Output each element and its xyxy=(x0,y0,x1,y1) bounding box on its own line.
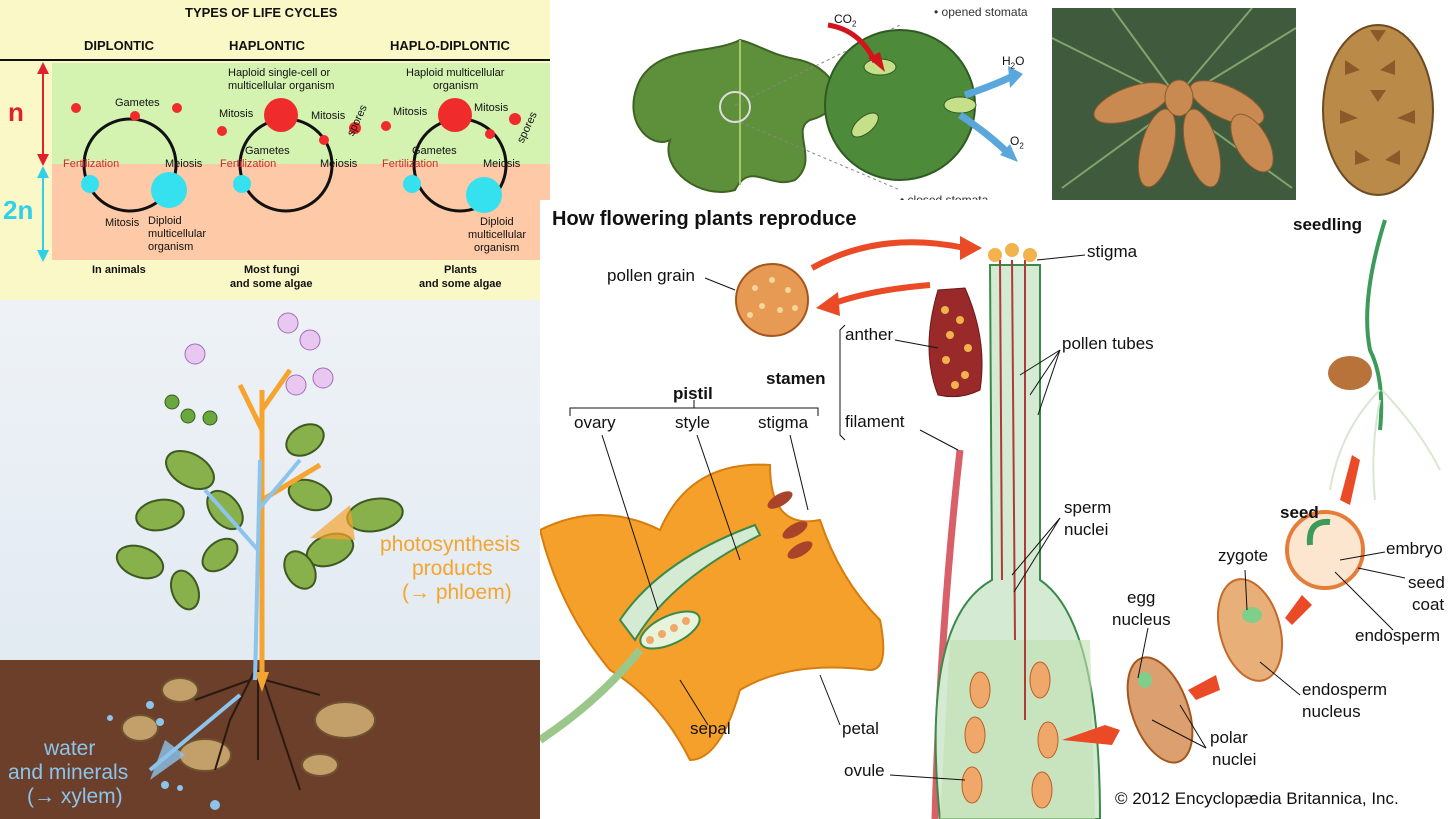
diploid-label-3: organism xyxy=(148,241,194,253)
diploid-label-6: organism xyxy=(474,242,520,254)
twon-label: 2n xyxy=(3,195,34,225)
meiosis-label-2: Meiosis xyxy=(320,158,358,170)
photosynthesis-label-1: photosynthesis xyxy=(380,533,521,556)
n-label: n xyxy=(8,97,24,127)
heading-diplontic: DIPLONTIC xyxy=(84,38,155,53)
water-label-3: (→ xylem) xyxy=(27,785,123,808)
seed-coat-label-1: seed xyxy=(1408,573,1445,592)
diploid-label-4: Diploid xyxy=(480,216,514,228)
photosynthesis-label-2: products xyxy=(412,557,493,580)
pistil-label: pistil xyxy=(673,384,713,403)
leaf-graphic xyxy=(632,22,1023,193)
pollen-grain-label: pollen grain xyxy=(607,266,695,285)
pine-pollen-cones-photo xyxy=(1052,8,1296,204)
flower-graphic xyxy=(540,219,1441,819)
flower-reproduction-diagram: How flowering plants reproduce pollen gr… xyxy=(540,200,1456,819)
heading-haplontic: HAPLONTIC xyxy=(229,38,305,53)
egg-nucleus-label-2: nucleus xyxy=(1112,610,1171,629)
gametes-label: Gametes xyxy=(115,97,160,109)
pine-cones-graphic xyxy=(1052,8,1296,189)
life-cycle-title: TYPES OF LIFE CYCLES xyxy=(185,5,338,20)
seedling-label: seedling xyxy=(1293,215,1362,234)
fertilization-label-3: Fertilization xyxy=(382,158,439,170)
caption-haplo-diplontic-2: and some algae xyxy=(419,278,502,290)
mitosis-label-5: Mitosis xyxy=(474,102,509,114)
ovary-label: ovary xyxy=(574,413,616,432)
filament-label: filament xyxy=(845,412,905,431)
haploid-multi-label-2: organism xyxy=(433,80,479,92)
plant-transport-illustration: photosynthesis products (→ phloem) water… xyxy=(0,300,540,819)
photosynthesis-label-3: (→ phloem) xyxy=(402,581,512,604)
embryo-label: embryo xyxy=(1386,539,1443,558)
copyright-text: © 2012 Encyclopædia Britannica, Inc. xyxy=(1115,789,1399,808)
anther-label: anther xyxy=(845,325,894,344)
petal-label: petal xyxy=(842,719,879,738)
plant-graphic xyxy=(0,312,540,819)
h2o-label: H2O xyxy=(1002,54,1025,71)
mitosis-label-3: Mitosis xyxy=(311,110,346,122)
egg-nucleus-label-1: egg xyxy=(1127,588,1156,607)
caption-haplontic-1: Most fungi xyxy=(244,264,300,276)
mitosis-label: Mitosis xyxy=(105,217,140,229)
meiosis-label-3: Meiosis xyxy=(483,158,521,170)
style-label: style xyxy=(675,413,710,432)
polar-nuclei-label-1: polar xyxy=(1210,728,1248,747)
caption-haplontic-2: and some algae xyxy=(230,278,313,290)
diploid-label-5: multicellular xyxy=(468,229,527,241)
sperm-nuclei-label-2: nuclei xyxy=(1064,520,1109,539)
diploid-label-1: Diploid xyxy=(148,215,182,227)
endosperm-nucleus-label-1: endosperm xyxy=(1302,680,1388,699)
fertilization-label: Fertilization xyxy=(63,158,120,170)
caption-haplo-diplontic-1: Plants xyxy=(444,264,478,276)
life-cycle-graphic xyxy=(0,59,550,262)
stamen-label: stamen xyxy=(766,369,826,388)
haploid-single-label-1: Haploid single-cell or xyxy=(228,67,331,79)
pollen-tubes-label: pollen tubes xyxy=(1062,334,1154,353)
pine-cone-photo xyxy=(1300,0,1456,205)
zygote-label: zygote xyxy=(1218,546,1269,565)
life-cycle-diagram: TYPES OF LIFE CYCLES DIPLONTIC HAPLONTIC… xyxy=(0,0,550,300)
haploid-single-label-2: multicellular organism xyxy=(228,80,335,92)
diploid-label-2: multicellular xyxy=(148,228,207,240)
fertilization-label-2: Fertilization xyxy=(220,158,277,170)
gametes-label-3: Gametes xyxy=(412,145,457,157)
water-label-1: water xyxy=(44,737,96,760)
haploid-multi-label-1: Haploid multicellular xyxy=(406,67,505,79)
pine-cone-graphic xyxy=(1322,24,1434,196)
sperm-nuclei-label-1: sperm xyxy=(1064,498,1112,517)
o2-label: O2 xyxy=(1010,134,1024,151)
polar-nuclei-label-2: nuclei xyxy=(1212,750,1257,769)
mitosis-label-4: Mitosis xyxy=(393,106,428,118)
heading-haplo-diplontic: HAPLO-DIPLONTIC xyxy=(390,38,510,53)
stigma-label: stigma xyxy=(758,413,809,432)
endosperm-label: endosperm xyxy=(1355,626,1441,645)
water-label-2: and minerals xyxy=(8,761,129,784)
stigma-top-label: stigma xyxy=(1087,242,1138,261)
meiosis-label: Meiosis xyxy=(165,158,203,170)
gametes-label-2: Gametes xyxy=(245,145,290,157)
mitosis-label-2: Mitosis xyxy=(219,108,254,120)
sepal-label: sepal xyxy=(690,719,731,738)
leaf-stomata-illustration: CO2 H2O O2 • opened stomata • closed sto… xyxy=(600,0,1045,210)
seed-coat-label-2: coat xyxy=(1412,595,1445,614)
caption-diplontic: In animals xyxy=(92,264,146,276)
ovule-label: ovule xyxy=(844,761,885,780)
co2-label: CO2 xyxy=(834,12,857,29)
flower-title: How flowering plants reproduce xyxy=(552,208,857,230)
seed-label: seed xyxy=(1280,503,1319,522)
endosperm-nucleus-label-2: nucleus xyxy=(1302,702,1361,721)
opened-stomata-label: • opened stomata xyxy=(934,5,1028,19)
